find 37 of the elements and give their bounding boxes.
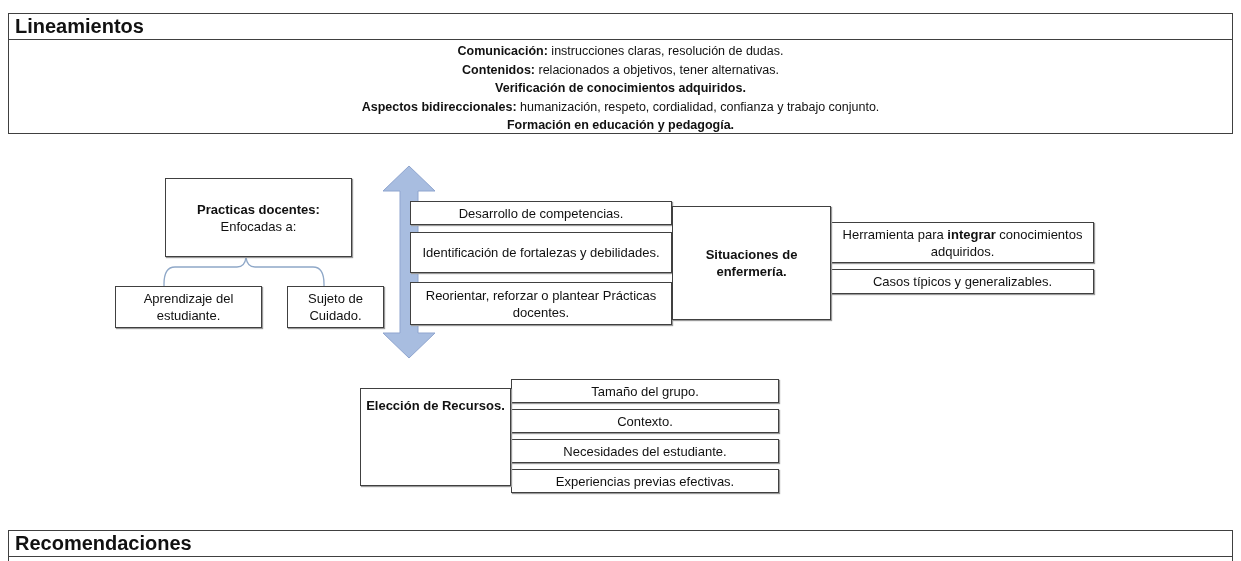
- guideline-text: Comunicación: instrucciones claras, resolución de dudas.: [457, 43, 784, 60]
- item-text: Identificación de fortalezas y debilidades.: [422, 244, 660, 261]
- section-title: Lineamientos: [9, 14, 1232, 40]
- item-box: [831, 222, 1094, 263]
- heading-text: Situaciones de enfermería.: [704, 246, 799, 280]
- heading-box: [672, 206, 831, 320]
- section-panel: [8, 13, 1233, 134]
- item-text: Necesidades del estudiante.: [563, 442, 727, 460]
- item-box: [831, 269, 1094, 294]
- item-text: Aprendizaje del estudiante.: [142, 290, 235, 324]
- guideline-text: Contenidos: relacionados a objetivos, tener alternativas.: [462, 61, 779, 79]
- item-text: Reorientar, reforzar o plantear Prácticas docentes.: [424, 286, 658, 321]
- item-text: Casos típicos y generalizables.: [872, 273, 1053, 290]
- item-text: Tamaño del grupo.: [591, 382, 699, 400]
- guideline-text: Formación en educación y pedagogía.: [506, 117, 735, 135]
- item-box: [410, 201, 672, 225]
- item-box: [511, 379, 779, 403]
- item-box: [511, 469, 779, 493]
- heading-text: Elección de Recursos.: [366, 397, 505, 414]
- item-box: [511, 409, 779, 433]
- item-text: Herramienta para integrar conocimientos adquiridos.: [841, 225, 1084, 260]
- item-box: [115, 286, 262, 328]
- item-text: Sujeto de Cuidado.: [307, 290, 364, 324]
- item-text: Experiencias previas efectivas.: [555, 472, 735, 490]
- item-text: Desarrollo de competencias.: [458, 204, 624, 222]
- heading-text: Practicas docentes:: [197, 200, 320, 218]
- item-box: [511, 439, 779, 463]
- heading-box: [165, 178, 352, 257]
- item-text: Contexto.: [617, 412, 673, 430]
- guideline-text: Aspectos bidireccionales: humanización, respeto, cordialidad, confianza y trabajo conjunto.: [361, 98, 880, 116]
- section-title: Recomendaciones: [9, 531, 1232, 557]
- guideline-text: Verificación de conocimientos adquiridos.: [495, 80, 746, 98]
- item-box: [410, 232, 672, 273]
- item-text: Enfocadas a:: [220, 217, 297, 235]
- item-box: [287, 286, 384, 328]
- heading-box: [360, 388, 511, 486]
- item-box: [410, 282, 672, 325]
